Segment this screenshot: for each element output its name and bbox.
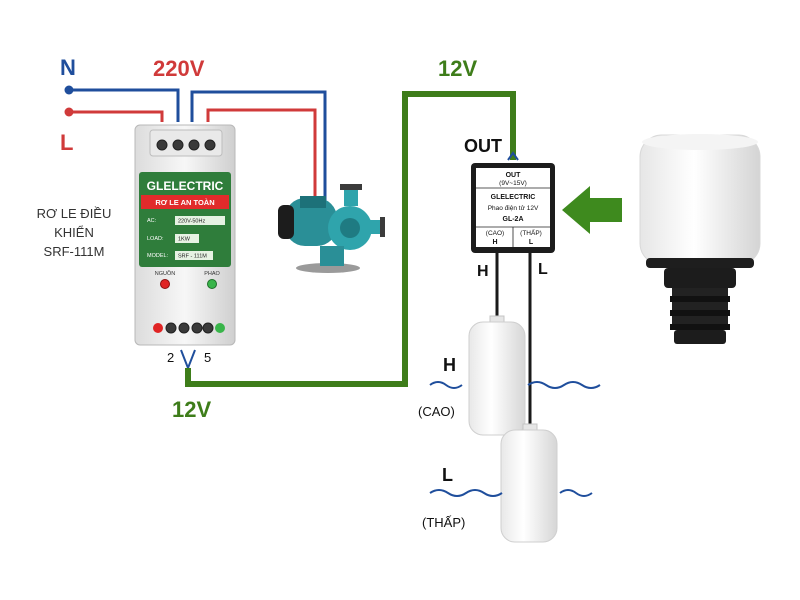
relay-brand: GLELECTRIC bbox=[147, 179, 224, 193]
float-high-caption: (CAO) bbox=[418, 404, 455, 419]
pump-outlet bbox=[344, 188, 358, 206]
sensor-thread bbox=[670, 288, 730, 344]
screw-icon bbox=[188, 139, 200, 151]
box-model-text: GL-2A bbox=[503, 216, 524, 223]
relay-spec-rows: AC: 220V-50Hz LOAD: 1KW MODEL: SRF - 111… bbox=[147, 216, 225, 260]
relay-value-ac: 220V-50Hz bbox=[178, 219, 205, 225]
pump-neutral-wire bbox=[190, 90, 327, 205]
relay-field-ac: AC: bbox=[147, 218, 157, 224]
relay-value-box bbox=[175, 234, 199, 243]
box-out-text: OUT bbox=[506, 172, 522, 179]
relay-caption: RƠ LE ĐIỀU KHIỂN SRF-111M bbox=[37, 206, 112, 259]
water-wave-high-left bbox=[429, 381, 463, 389]
led-float-label: PHAO bbox=[204, 271, 220, 277]
screw-icon bbox=[204, 139, 216, 151]
relay-caption-line2: KHIỂN bbox=[54, 225, 94, 240]
terminal-2-label: 2 bbox=[167, 350, 174, 365]
pump-inlet-flange bbox=[380, 217, 385, 237]
relay-caption-line3: SRF-111M bbox=[44, 244, 105, 259]
box-col-high: (CAO) bbox=[486, 230, 504, 237]
pump-housing-center bbox=[340, 218, 360, 238]
relay-value-box bbox=[175, 216, 225, 225]
terminal-5-label: 5 bbox=[204, 350, 211, 365]
pump-terminal-box bbox=[300, 196, 326, 208]
water-wave-low-right bbox=[559, 489, 593, 497]
led-power-label: NGUỒN bbox=[155, 270, 176, 277]
water-wave-low-left bbox=[429, 489, 503, 497]
pump-line-wire bbox=[206, 108, 317, 205]
relay-heading-bar bbox=[141, 195, 229, 209]
float-low-caption: (THẤP) bbox=[422, 515, 465, 530]
voltage-220-label: 220V bbox=[153, 56, 205, 81]
screw-icon bbox=[202, 322, 214, 334]
out-v-marker bbox=[507, 151, 519, 161]
sensor-cap bbox=[639, 134, 761, 266]
terminal-v-marker bbox=[180, 349, 196, 371]
box-col-low: (THẤP) bbox=[520, 227, 542, 237]
wire-high-label: H bbox=[477, 263, 489, 280]
screw-icon bbox=[156, 139, 168, 151]
pump-icon bbox=[278, 184, 385, 273]
float-high-letter: H bbox=[443, 355, 456, 375]
relay-value-model: SRF - 111M bbox=[178, 254, 207, 260]
relay-field-load: LOAD: bbox=[147, 236, 164, 242]
box-range-text: (9V~15V) bbox=[499, 180, 527, 187]
pump-motor bbox=[285, 198, 337, 246]
box-col-low-letter: L bbox=[529, 239, 534, 246]
led-green-terminal bbox=[215, 323, 225, 333]
led-float-indicator bbox=[207, 279, 217, 289]
relay-field-model: MODEL: bbox=[147, 253, 169, 259]
box-brand-text: GLELECTRIC bbox=[491, 194, 536, 201]
line-wire bbox=[69, 110, 164, 122]
out-label: OUT bbox=[464, 136, 502, 156]
pump-outlet-flange bbox=[340, 184, 362, 190]
screw-icon bbox=[172, 139, 184, 151]
relay-heading: RƠ LE AN TOÀN bbox=[155, 198, 214, 207]
relay-value-box bbox=[175, 251, 213, 260]
line-label: L bbox=[60, 130, 73, 155]
sensor-cap-top bbox=[642, 134, 758, 150]
dc-12v-wire bbox=[185, 91, 516, 387]
wire-low-label: L bbox=[538, 261, 548, 278]
float-switch-low: L (THẤP) bbox=[422, 423, 593, 543]
pump-foot bbox=[320, 246, 344, 266]
relay-value-load: 1KW bbox=[178, 237, 191, 243]
relay-top-rail bbox=[149, 129, 223, 157]
dc-loop-wiring: 12V 12V bbox=[172, 56, 516, 422]
pump-inlet bbox=[368, 220, 382, 234]
float-low-letter: L bbox=[442, 465, 453, 485]
mains-wiring: N L 220V bbox=[60, 55, 327, 205]
relay-device: GLELECTRIC RƠ LE AN TOÀN AC: 220V-50Hz L… bbox=[134, 124, 236, 371]
relay-top-terminals bbox=[156, 139, 216, 151]
led-red-terminal bbox=[153, 323, 163, 333]
neutral-wire bbox=[69, 88, 180, 122]
relay-bottom-terminals bbox=[153, 322, 225, 334]
neutral-label: N bbox=[60, 55, 76, 80]
voltage-12v-top-label: 12V bbox=[438, 56, 477, 81]
box-col-high-letter: H bbox=[492, 239, 497, 246]
float-module: OUT OUT (9V~15V) GLELECTRIC Phao điện tử… bbox=[464, 136, 555, 428]
screw-icon bbox=[191, 322, 203, 334]
voltage-12v-bottom-label: 12V bbox=[172, 397, 211, 422]
led-power-indicator bbox=[160, 279, 170, 289]
float-switch-high: H (CAO) bbox=[418, 315, 601, 436]
water-wave-high-right bbox=[527, 381, 601, 389]
sensor-neck bbox=[664, 268, 736, 288]
float-low-body bbox=[500, 429, 558, 543]
box-desc-text: Phao điện tử 12V bbox=[488, 204, 539, 212]
float-high-body bbox=[468, 321, 526, 436]
sensor-ring bbox=[646, 258, 754, 268]
relay-caption-line1: RƠ LE ĐIỀU bbox=[37, 206, 112, 221]
arrow-left-icon bbox=[562, 186, 622, 234]
screw-icon bbox=[178, 322, 190, 334]
pump-motor-cap bbox=[278, 205, 294, 239]
float-sensor-product-icon bbox=[639, 134, 761, 344]
screw-icon bbox=[165, 322, 177, 334]
